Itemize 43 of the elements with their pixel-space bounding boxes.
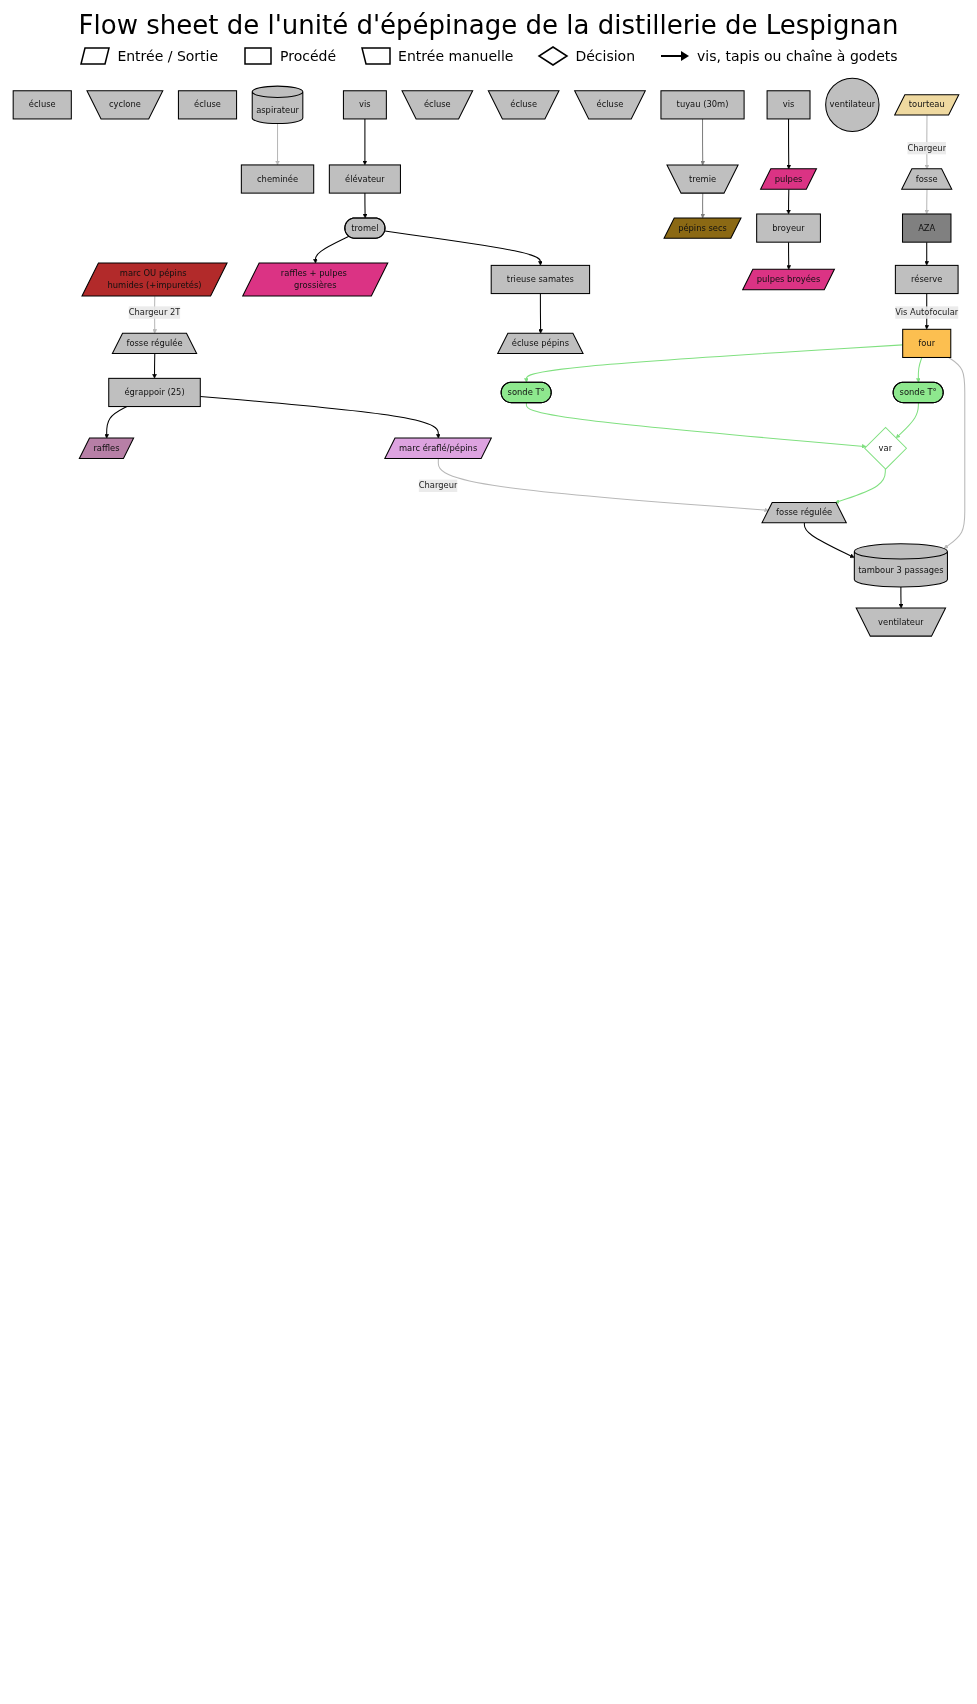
arrow <box>785 241 791 270</box>
arrow <box>437 458 769 513</box>
edge-label: Chargeur 2T <box>128 307 180 318</box>
node-box: écluse <box>12 90 72 120</box>
edge-label: Chargeur <box>418 480 457 491</box>
node-box: vis <box>342 90 387 120</box>
arrow <box>103 406 127 439</box>
legend-text: Entrée manuelle <box>398 48 514 64</box>
node-diamond: var <box>863 426 907 470</box>
arrow <box>151 353 157 379</box>
arrow <box>915 356 922 383</box>
node-box: élévateur <box>328 164 401 194</box>
edge-label: Vis Autofocular <box>894 307 958 318</box>
legend-text: vis, tapis ou chaîne à godets <box>697 48 898 64</box>
node-box: four <box>901 328 951 358</box>
node-box: cheminée <box>240 164 314 194</box>
arrow <box>834 468 886 504</box>
node-box: écluse <box>177 90 237 120</box>
legend-text: Procédé <box>280 48 337 64</box>
arrow <box>537 293 543 334</box>
node-box: vis <box>766 90 811 120</box>
node-box: AZA <box>901 213 951 243</box>
node-box: broyeur <box>755 213 821 243</box>
arrow <box>362 192 367 219</box>
diagram-title: Flow sheet de l'unité d'épépinage de la distillerie de Lespignan <box>77 10 900 40</box>
arrow <box>525 402 866 449</box>
arrow <box>923 241 929 266</box>
arrow <box>274 123 280 166</box>
legend-text: Décision <box>575 48 636 64</box>
node-box: égrappoir (25) <box>107 377 201 408</box>
arrow <box>362 118 367 166</box>
arrow <box>895 402 919 439</box>
arrow <box>523 344 903 383</box>
arrow <box>312 235 349 264</box>
node-circle: ventilateur <box>824 77 880 133</box>
node-box: réserve <box>894 264 959 295</box>
arrow <box>943 356 965 549</box>
edge-label: Chargeur <box>906 143 946 153</box>
node-box: trieuse samates <box>490 264 590 295</box>
arrow <box>803 522 855 558</box>
legend-text: Entrée / Sortie <box>117 48 219 64</box>
arrow <box>199 395 441 439</box>
node-box: tuyau (30m) <box>659 90 745 120</box>
